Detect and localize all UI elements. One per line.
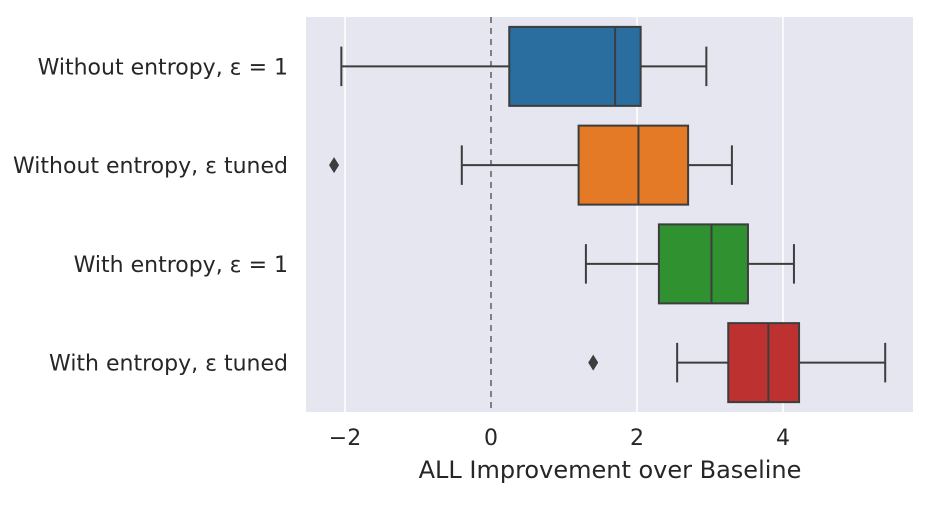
box-1 — [577, 124, 690, 206]
category-label-3: With entropy, ε tuned — [49, 352, 288, 377]
category-labels: Without entropy, ε = 1 Without entropy, ε… — [13, 55, 288, 376]
box-2 — [657, 223, 749, 305]
x-tick-label-3: 4 — [776, 426, 790, 451]
box-0 — [508, 25, 642, 107]
category-label-0: Without entropy, ε = 1 — [38, 55, 288, 80]
x-tick-labels: −2 0 2 4 — [329, 426, 790, 451]
box-group-2 — [584, 223, 795, 305]
box-layer — [329, 25, 887, 404]
box-group-1 — [329, 124, 733, 206]
x-axis-title: ALL Improvement over Baseline — [419, 456, 802, 484]
box-group-3 — [588, 322, 887, 404]
x-tick-label-2: 2 — [630, 426, 644, 451]
x-tick-label-0: −2 — [329, 426, 361, 451]
outlier-marker-1-0 — [329, 157, 340, 174]
box-group-0 — [340, 25, 708, 107]
x-tick-label-1: 0 — [484, 426, 498, 451]
outlier-marker-3-0 — [588, 354, 599, 371]
category-label-1: Without entropy, ε tuned — [13, 154, 288, 179]
box-3 — [727, 322, 801, 404]
category-label-2: With entropy, ε = 1 — [74, 253, 288, 278]
